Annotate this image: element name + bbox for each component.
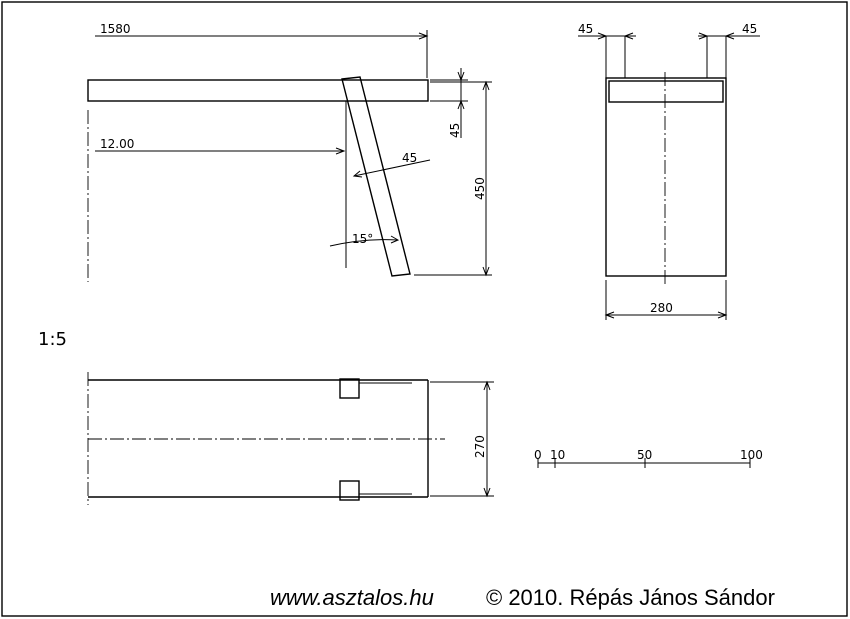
top-view: 270 bbox=[87, 372, 494, 505]
dim-450-label: 450 bbox=[473, 177, 487, 200]
dim-45-left-arrow1 bbox=[597, 32, 608, 40]
dim-45-leg-line bbox=[353, 159, 431, 177]
scale-bar-label-50: 50 bbox=[637, 448, 652, 462]
side-view-leg bbox=[341, 76, 411, 277]
dim-280-label: 280 bbox=[650, 301, 673, 315]
scale-bar-label-10: 10 bbox=[550, 448, 565, 462]
dim-270-arrow1 bbox=[483, 380, 491, 391]
end-view-outline bbox=[605, 77, 727, 277]
dim-450-arrow1 bbox=[482, 80, 490, 91]
dim-45-top-arrow2 bbox=[457, 99, 465, 110]
side-view: 1580 12.00 45 450 45 15° bbox=[87, 22, 492, 282]
dim-angle-arc bbox=[329, 239, 399, 247]
dim-270-label: 270 bbox=[473, 435, 487, 458]
footer-website[interactable]: www.asztalos.hu bbox=[270, 585, 434, 610]
dim-280-arrow1 bbox=[604, 311, 615, 319]
dim-45-right-arrow2 bbox=[724, 32, 735, 40]
dim-1580-arrow bbox=[418, 32, 429, 40]
dim-1200-arrow bbox=[335, 147, 346, 155]
dim-45-leg-label: 45 bbox=[402, 151, 417, 165]
dim-280-arrow2 bbox=[717, 311, 728, 319]
dim-angle-arrow bbox=[390, 235, 400, 244]
scale-bar: 0 10 50 100 bbox=[534, 448, 763, 468]
dim-270-arrow2 bbox=[483, 487, 491, 498]
dim-45-top-arrow1 bbox=[457, 71, 465, 82]
end-view-top-board bbox=[608, 80, 724, 103]
dim-45-leg-arrow bbox=[352, 170, 363, 178]
dim-1200-label: 12.00 bbox=[100, 137, 134, 151]
side-view-top-board bbox=[87, 79, 429, 102]
dim-45-left-label: 45 bbox=[578, 22, 593, 36]
top-view-leg-bottom bbox=[339, 480, 360, 501]
dim-45-top-label: 45 bbox=[448, 123, 462, 138]
scale-label: 1:5 bbox=[38, 329, 67, 350]
dim-45-right-arrow1 bbox=[698, 32, 709, 40]
dim-45-right-label: 45 bbox=[742, 22, 757, 36]
scale-bar-label-0: 0 bbox=[534, 448, 542, 462]
dim-450-arrow2 bbox=[482, 266, 490, 277]
end-view: 45 45 280 bbox=[578, 22, 760, 320]
scale-bar-label-100: 100 bbox=[740, 448, 763, 462]
footer-copyright: © 2010. Répás János Sándor bbox=[486, 585, 775, 610]
top-view-leg-top bbox=[339, 378, 360, 399]
dim-angle-label: 15° bbox=[352, 232, 373, 246]
dim-1580-label: 1580 bbox=[100, 22, 131, 36]
dim-45-left-arrow2 bbox=[623, 32, 634, 40]
